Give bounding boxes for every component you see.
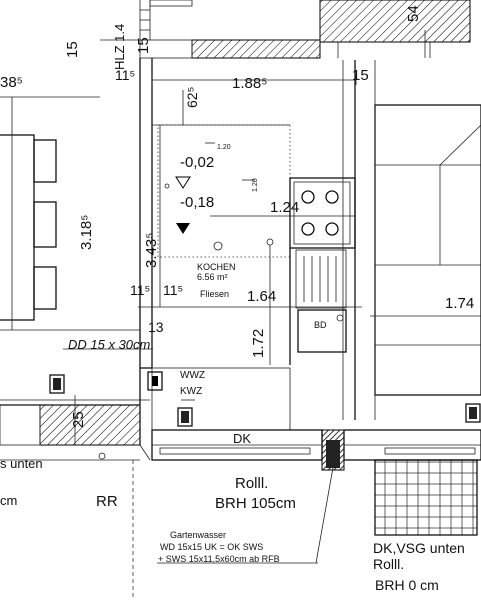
dimension-lines	[0, 30, 481, 445]
level-upper: -0,02	[180, 154, 214, 171]
dim-115-b: 11⁵	[163, 282, 183, 298]
dim-38: 38⁵	[0, 74, 23, 91]
gartenwasser-leader	[157, 461, 335, 564]
bd-label: BD	[314, 320, 327, 330]
dim-15-b: 15	[135, 37, 152, 54]
dim-124: 1.24	[270, 199, 299, 216]
level-mark-b: 1.20	[252, 178, 259, 192]
dim-25: 25	[70, 411, 87, 428]
meter-boxes	[147, 371, 163, 391]
level-mark-a: 1.20	[217, 144, 231, 151]
kwz-label: KWZ	[180, 386, 202, 397]
dim-164: 1.64	[247, 288, 276, 305]
kitchen-counter	[289, 60, 356, 420]
dim-343: 3.43⁵	[143, 233, 160, 268]
dim-15-top: 15	[64, 41, 81, 58]
dkvsg-label: DK,VSG unten	[373, 540, 465, 556]
wwz-label: WWZ	[180, 370, 205, 381]
hlz-label: HLZ 1.4	[112, 24, 127, 70]
gartenwasser-line2: WD 15x15 UK = OK SWS	[160, 542, 263, 552]
dim-174: 1.74	[445, 295, 474, 312]
dim-11: 11⁵	[115, 67, 135, 83]
right-room	[374, 60, 481, 420]
dk-label: DK	[233, 431, 251, 446]
dim-54: 54	[405, 5, 422, 22]
electrical-symbols	[49, 183, 481, 468]
gartenwasser-line3: + SWS 15x11,5x60cm ab RFB	[158, 554, 280, 564]
level-lower: -0,18	[180, 194, 214, 211]
dining-table	[0, 96, 140, 331]
room-area: 6.56 m²	[197, 272, 228, 282]
level-markers	[175, 176, 191, 234]
dim-13: 13	[148, 319, 164, 335]
cm-label: cm	[0, 493, 17, 508]
dim-172: 1.72	[250, 329, 267, 358]
left-partition	[139, 58, 153, 369]
brh-label: BRH 105cm	[215, 495, 296, 512]
top-wall	[100, 0, 471, 59]
dim-15-right: 15	[352, 67, 369, 84]
brh0-label: BRH 0 cm	[375, 577, 439, 593]
rolll-label: Rolll.	[235, 475, 268, 492]
dim-188: 1.88⁵	[232, 75, 267, 92]
dim-115-a: 11⁵	[130, 282, 150, 298]
gartenwasser-title: Gartenwasser	[170, 530, 226, 540]
rolll2-label: Rolll.	[373, 556, 404, 572]
dim-62: 62⁵	[184, 87, 200, 108]
dd-label: DD 15 x 30cm	[68, 337, 151, 352]
ladder-left	[139, 0, 151, 40]
kitchen-room	[152, 124, 291, 258]
room-floor: Fliesen	[200, 289, 229, 299]
rr-label: RR	[96, 493, 118, 510]
unten-label: s unten	[0, 456, 43, 471]
dim-318: 3.18⁵	[78, 215, 95, 250]
room-name: KOCHEN	[197, 262, 236, 272]
